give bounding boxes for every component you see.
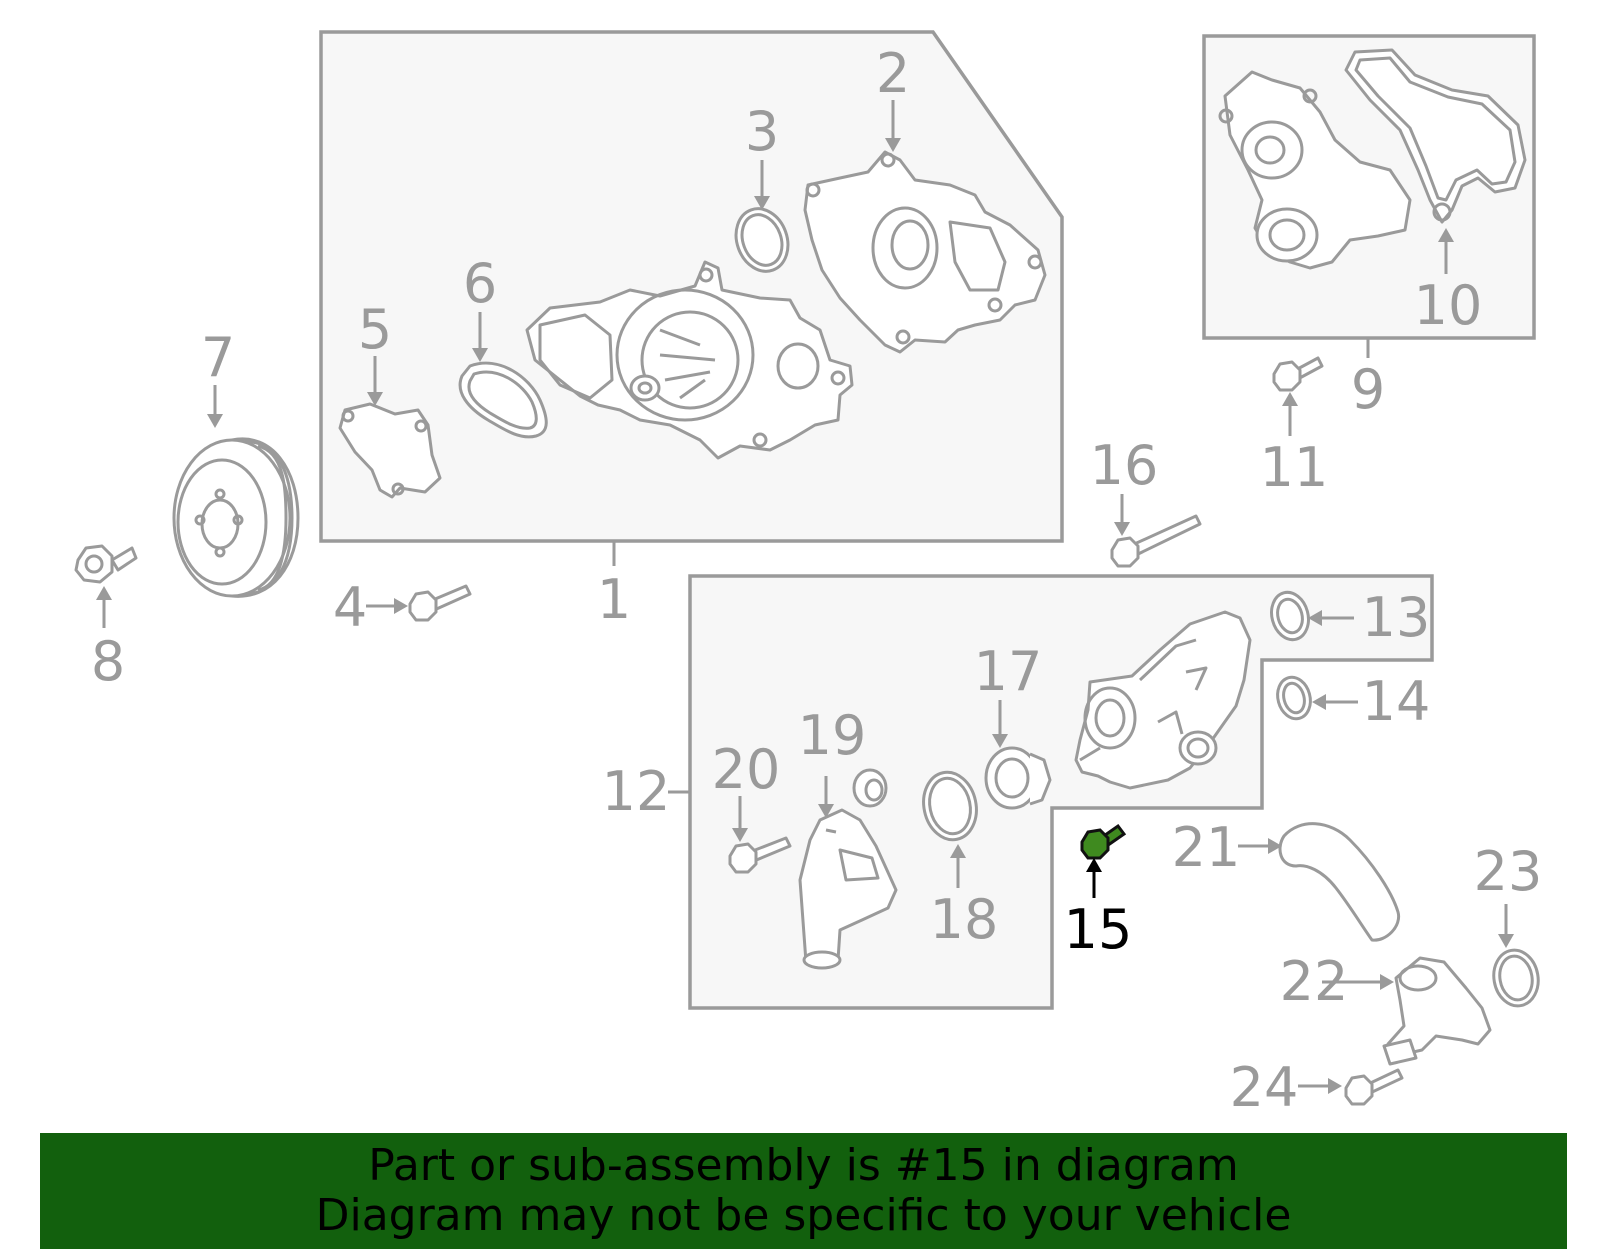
bushing <box>852 768 888 808</box>
callout-17: 17 <box>974 640 1043 703</box>
callout-24: 24 <box>1230 1056 1299 1119</box>
callout-3: 3 <box>745 100 779 163</box>
part-19-outlet-housing[interactable] <box>798 808 898 970</box>
callout-22: 22 <box>1280 950 1349 1013</box>
part-8-bolt[interactable] <box>74 544 138 584</box>
callout-20: 20 <box>712 738 781 801</box>
leader-lines <box>96 100 1514 1094</box>
part-13-o-ring[interactable] <box>1266 588 1313 644</box>
callout-14: 14 <box>1362 670 1431 733</box>
group-box-12 <box>688 574 1434 1010</box>
callout-13: 13 <box>1362 586 1431 649</box>
callout-7: 7 <box>201 326 235 389</box>
callout-11: 11 <box>1260 436 1329 499</box>
callout-8: 8 <box>91 630 125 693</box>
part-5-gasket[interactable] <box>338 402 442 499</box>
part-22-fitting[interactable] <box>1382 956 1492 1066</box>
part-24-bolt[interactable] <box>1344 1068 1404 1106</box>
banner-line-1: Part or sub-assembly is #15 in diagram <box>368 1140 1239 1191</box>
callout-6: 6 <box>463 252 497 315</box>
part-15-bolt-highlighted[interactable] <box>1080 823 1127 860</box>
part-6-gasket[interactable] <box>458 361 548 439</box>
callout-21: 21 <box>1172 816 1241 879</box>
callout-15: 15 <box>1064 898 1133 961</box>
callout-18: 18 <box>930 888 999 951</box>
callout-9: 9 <box>1351 358 1385 421</box>
part-21-hose[interactable] <box>1278 822 1401 942</box>
callout-5: 5 <box>358 298 392 361</box>
part-11-bolt[interactable] <box>1272 356 1324 392</box>
part-23-seal-ring[interactable] <box>1489 947 1542 1010</box>
part-1-water-pump[interactable] <box>525 260 854 460</box>
part-17-thermostat[interactable] <box>984 746 1052 810</box>
callout-23: 23 <box>1474 840 1543 903</box>
part-4-bolt[interactable] <box>408 584 472 622</box>
callout-12: 12 <box>602 760 671 823</box>
banner-line-2: Diagram may not be specific to your vehi… <box>315 1190 1292 1241</box>
callout-19: 19 <box>798 704 867 767</box>
part-2-gasket-plate[interactable] <box>803 150 1047 354</box>
part-16-bolt[interactable] <box>1110 514 1202 568</box>
callout-16: 16 <box>1090 434 1159 497</box>
callout-4: 4 <box>333 576 367 639</box>
info-banner: Part or sub-assembly is #15 in diagram D… <box>40 1133 1567 1249</box>
part-3-seal-ring[interactable] <box>728 201 797 278</box>
part-9-pump-assembly[interactable] <box>1218 70 1412 270</box>
part-18-gasket-ring[interactable] <box>917 767 982 844</box>
part-10-gasket[interactable] <box>1344 48 1527 224</box>
callout-2: 2 <box>876 42 910 105</box>
callout-numbers: 1 2 3 4 5 6 7 8 9 10 11 12 13 14 15 16 1… <box>91 42 1543 1119</box>
part-14-o-ring[interactable] <box>1273 674 1315 723</box>
callout-10: 10 <box>1414 274 1483 337</box>
part-17-thermostat-housing[interactable] <box>1074 610 1252 790</box>
part-20-bolt[interactable] <box>728 836 792 874</box>
part-7-pulley[interactable] <box>172 437 300 598</box>
callout-1: 1 <box>597 568 631 631</box>
